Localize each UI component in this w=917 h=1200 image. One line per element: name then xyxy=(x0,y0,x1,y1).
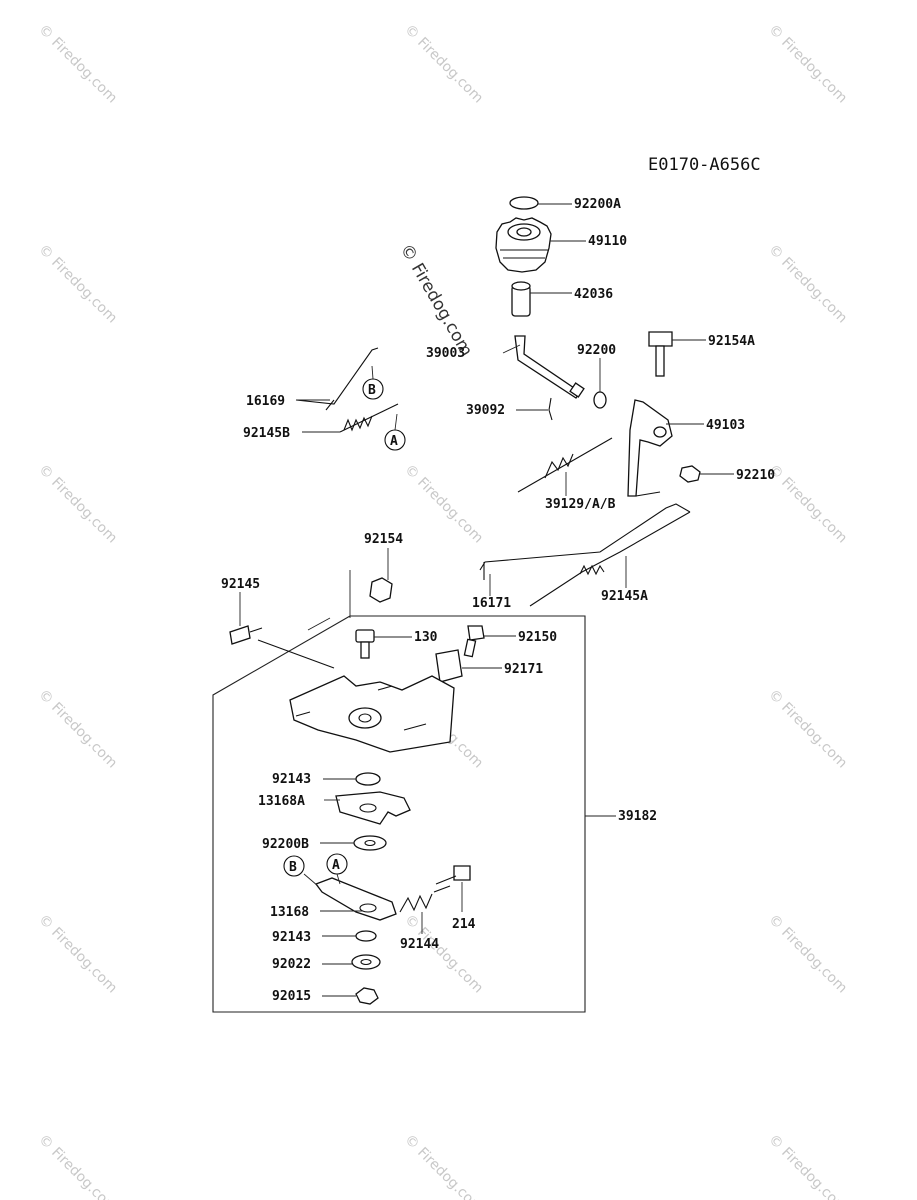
watermark: © Firedog.com xyxy=(765,912,850,997)
watermark: © Firedog.com xyxy=(35,22,120,107)
part-label: 42036 xyxy=(574,287,613,302)
gear-49110 xyxy=(495,217,552,273)
watermark: © Firedog.com xyxy=(401,22,486,107)
callout-b-upper: B xyxy=(362,378,384,400)
nut-92210 xyxy=(679,465,701,483)
callout-b-lower: B xyxy=(283,855,305,877)
lever-13168a xyxy=(335,791,411,825)
pin-39092 xyxy=(548,397,553,421)
washer-92200b xyxy=(353,835,387,851)
lever-shaft-39003 xyxy=(514,335,585,399)
spring-92145a xyxy=(529,511,691,607)
watermark: © Firedog.com xyxy=(401,1132,486,1200)
lower-assembly xyxy=(212,570,586,1013)
part-label: 13168 xyxy=(270,905,309,920)
part-labels: 92200A 49110 42036 39003 92200 92154A 16… xyxy=(221,197,775,1004)
watermark: © Firedog.com xyxy=(765,1132,850,1200)
part-label: 39092 xyxy=(466,403,505,418)
rod-16169 xyxy=(295,347,379,405)
svg-text:A: A xyxy=(390,434,398,449)
spring-92144 xyxy=(399,893,433,913)
part-label: 92143 xyxy=(272,930,311,945)
lever-13168a-hole xyxy=(359,803,377,813)
svg-text:B: B xyxy=(289,860,297,875)
part-label: 92145 xyxy=(221,577,260,592)
svg-text:B: B xyxy=(368,383,376,398)
part-label: 92150 xyxy=(518,630,557,645)
lever-13168 xyxy=(314,877,397,921)
governor-plate xyxy=(289,675,455,753)
part-label: 39003 xyxy=(426,346,465,361)
washer-92022 xyxy=(351,954,381,970)
part-label: 92145A xyxy=(601,589,648,604)
main-watermark: © Firedog.com xyxy=(396,241,477,360)
part-label: 16171 xyxy=(472,596,511,611)
watermark: © Firedog.com xyxy=(35,242,120,327)
part-label: 92200 xyxy=(577,343,616,358)
svg-text:A: A xyxy=(332,858,340,873)
governor-arm-49103 xyxy=(627,399,673,497)
watermark: © Firedog.com xyxy=(765,22,850,107)
watermark: © Firedog.com xyxy=(35,462,120,547)
upper-assembly xyxy=(295,196,701,607)
washer-92200a xyxy=(509,196,539,210)
part-label: 92210 xyxy=(736,468,775,483)
watermark-layer: © Firedog.com © Firedog.com © Firedog.co… xyxy=(35,22,850,1200)
assembly-frame xyxy=(212,615,586,1013)
part-label: 92200B xyxy=(262,837,309,852)
diagram-code: E0170-A656C xyxy=(648,155,761,175)
part-label: 16169 xyxy=(246,394,285,409)
bracket-92171 xyxy=(435,649,463,683)
part-label: 92143 xyxy=(272,772,311,787)
part-label: 49103 xyxy=(706,418,745,433)
washer-92143-bottom xyxy=(355,930,377,942)
callout-a-upper: A xyxy=(384,429,406,451)
watermark: © Firedog.com xyxy=(765,687,850,772)
part-label: 214 xyxy=(452,917,476,932)
shaft-42036 xyxy=(511,281,531,317)
bolt-92154 xyxy=(369,577,393,603)
watermark: © Firedog.com xyxy=(765,242,850,327)
washer-92143-top xyxy=(355,772,381,786)
nut-92015 xyxy=(355,987,379,1005)
part-label: 92015 xyxy=(272,989,311,1004)
callout-a-lower: A xyxy=(326,853,348,875)
screw-92150 xyxy=(463,625,485,658)
part-label: 39182 xyxy=(618,809,657,824)
leader-lines xyxy=(239,203,734,997)
part-label: 92200A xyxy=(574,197,621,212)
part-label: 92154 xyxy=(364,532,403,547)
screw-130 xyxy=(355,629,375,659)
rod-39129 xyxy=(517,437,613,493)
part-label: 92022 xyxy=(272,957,311,972)
bolt-92154a xyxy=(648,331,673,377)
part-label: 39129/A/B xyxy=(545,497,616,512)
part-label: 130 xyxy=(414,630,438,645)
watermark: © Firedog.com xyxy=(35,1132,120,1200)
part-label: 49110 xyxy=(588,234,627,249)
rod-16171 xyxy=(479,503,691,571)
part-label: 13168A xyxy=(258,794,305,809)
watermark: © Firedog.com xyxy=(35,687,120,772)
watermark: © Firedog.com xyxy=(765,462,850,547)
part-label: 92145B xyxy=(243,426,290,441)
part-label: 92144 xyxy=(400,937,439,952)
washer-92200 xyxy=(593,391,607,409)
spring-92145 xyxy=(229,625,335,669)
spring-92145b xyxy=(339,403,399,433)
screw-214 xyxy=(433,865,471,893)
part-label: 92171 xyxy=(504,662,543,677)
part-label: 92154A xyxy=(708,334,755,349)
watermark: © Firedog.com xyxy=(35,912,120,997)
watermark: © Firedog.com xyxy=(401,462,486,547)
